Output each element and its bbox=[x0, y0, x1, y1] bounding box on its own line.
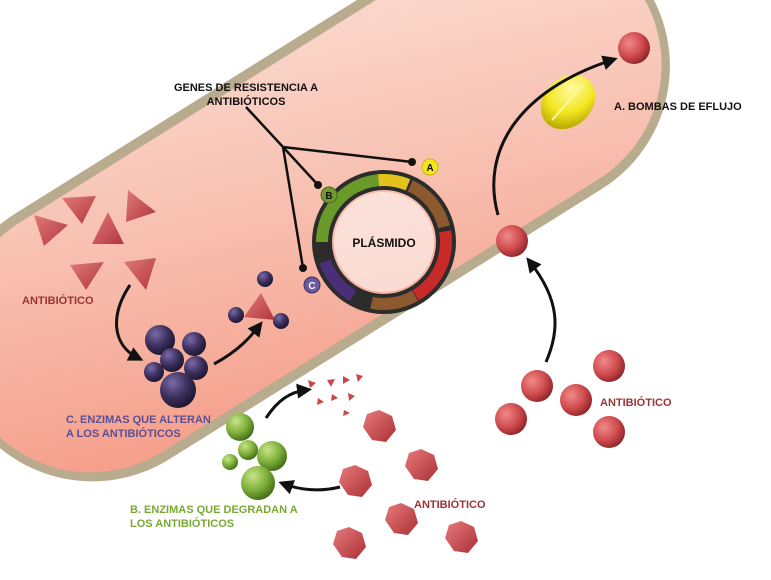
arrow-to-modified bbox=[213, 321, 263, 366]
plasmid-label: PLÁSMIDO bbox=[352, 235, 415, 250]
pointer-dot-b bbox=[314, 181, 322, 189]
gene-marker-c: C bbox=[303, 276, 321, 294]
bacterial-cell bbox=[0, 0, 670, 482]
arrow-efflux bbox=[492, 55, 618, 216]
degrade-label-line1: B. ENZIMAS QUE DEGRADAN A bbox=[130, 504, 298, 516]
pointer-dot-c bbox=[299, 264, 307, 272]
efflux-label: A. BOMBAS DE EFLUJO bbox=[614, 101, 742, 113]
arrow-into-green bbox=[278, 480, 341, 495]
degrade-label-line2: LOS ANTIBIÓTICOS bbox=[130, 517, 234, 530]
gene-marker-b: B bbox=[320, 186, 338, 204]
antibiotic-label-left: ANTIBIÓTICO bbox=[22, 294, 94, 307]
pointer-dot-a bbox=[408, 158, 416, 166]
alter-label-line1: C. ENZIMAS QUE ALTERAN bbox=[66, 414, 211, 426]
antibiotic-label-right: ANTIBIÓTICO bbox=[600, 396, 672, 409]
modified-antibiotic bbox=[228, 271, 289, 329]
gene-marker-a: A bbox=[421, 158, 439, 176]
degrading-enzyme-cluster bbox=[222, 413, 287, 500]
antibiotic-hexagons bbox=[333, 410, 478, 559]
plasmid: PLÁSMIDO bbox=[312, 170, 456, 314]
antibiotic-label-bottom: ANTIBIÓTICO bbox=[414, 498, 486, 511]
process-arrows bbox=[115, 55, 618, 495]
altering-enzyme-cluster bbox=[144, 325, 208, 408]
genes-title-line1: GENES DE RESISTENCIA A bbox=[174, 82, 318, 94]
genes-title-line2: ANTIBIÓTICOS bbox=[207, 95, 286, 108]
alter-label-line2: A LOS ANTIBIÓTICOS bbox=[66, 427, 181, 440]
arrow-to-fragments bbox=[264, 383, 312, 419]
inside-antibiotic bbox=[496, 225, 528, 257]
arrow-into-cell bbox=[526, 257, 557, 363]
degraded-fragments bbox=[308, 374, 363, 416]
svg-text:C: C bbox=[308, 281, 315, 292]
arrow-into-purple bbox=[115, 284, 144, 361]
antibiotic-triangles bbox=[34, 190, 156, 290]
gene-pointers bbox=[245, 106, 413, 269]
antibiotic-balls bbox=[495, 32, 650, 448]
svg-text:B: B bbox=[325, 191, 332, 202]
efflux-pump bbox=[540, 74, 596, 130]
svg-text:A: A bbox=[426, 163, 433, 174]
expelled-antibiotic bbox=[618, 32, 650, 64]
